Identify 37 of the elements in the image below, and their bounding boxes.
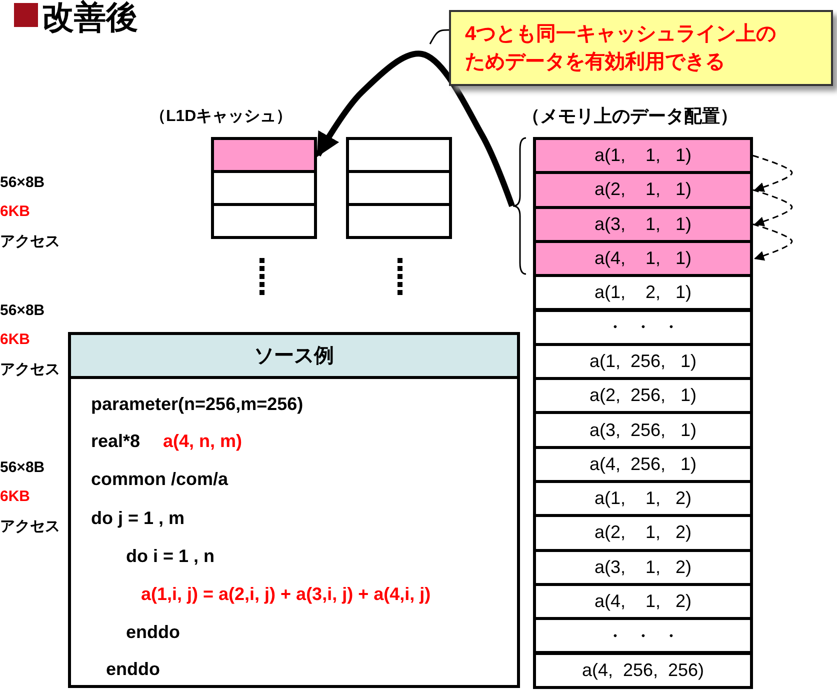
code-line: common /com/a (91, 468, 228, 490)
callout-box: 4つとも同一キャッシュライン上のためデータを有効利用できる (449, 10, 833, 86)
curved-arrow (315, 50, 515, 207)
memory-cell: a(3, 256, 1) (533, 411, 753, 449)
memory-cell: ・ ・ ・ (533, 308, 753, 346)
code-line: parameter(n=256,m=256) (91, 393, 304, 415)
section-heading: （L1Dキャッシュ） (150, 107, 292, 127)
spec-text: 6KB (0, 203, 30, 220)
leader-line (429, 29, 449, 44)
panel-title: ソース例 (254, 344, 334, 369)
spec-text: アクセス (0, 517, 60, 536)
code-line: do i = 1 , n (126, 545, 215, 567)
memory-cell: a(2, 1, 1) (533, 171, 753, 209)
page-title: 改善後 (42, 0, 138, 36)
code-line: a(1,i, j) = a(2,i, j) + a(3,i, j) + a(4,i, j) (141, 583, 431, 605)
dashed-arrow (752, 224, 793, 261)
code-line: a(4, n, m) (163, 430, 242, 452)
code-line: real*8 (91, 430, 140, 452)
code-line: do j = 1 , m (91, 507, 185, 529)
code-line: enddo (106, 658, 160, 680)
dashed-arrow (752, 154, 793, 192)
code-panel (68, 332, 520, 688)
curly-brace (512, 137, 528, 275)
memory-cell: ・ ・ ・ (533, 617, 753, 654)
memory-cell: a(1, 2, 1) (533, 274, 753, 312)
code-line: enddo (126, 621, 180, 643)
spec-text: 56×8B (0, 459, 45, 476)
memory-cell: a(4, 256, 256) (533, 652, 753, 689)
spec-text: 56×8B (0, 302, 45, 319)
spec-text: 6KB (0, 331, 30, 348)
dashed-arrow (752, 189, 793, 226)
section-heading: （メモリ上のデータ配置） (522, 105, 738, 128)
spec-text: 6KB (0, 488, 30, 505)
memory-cell: a(2, 1, 2) (533, 514, 753, 552)
spec-text: アクセス (0, 232, 60, 251)
spec-text: アクセス (0, 360, 60, 379)
spec-text: 56×8B (0, 174, 45, 191)
